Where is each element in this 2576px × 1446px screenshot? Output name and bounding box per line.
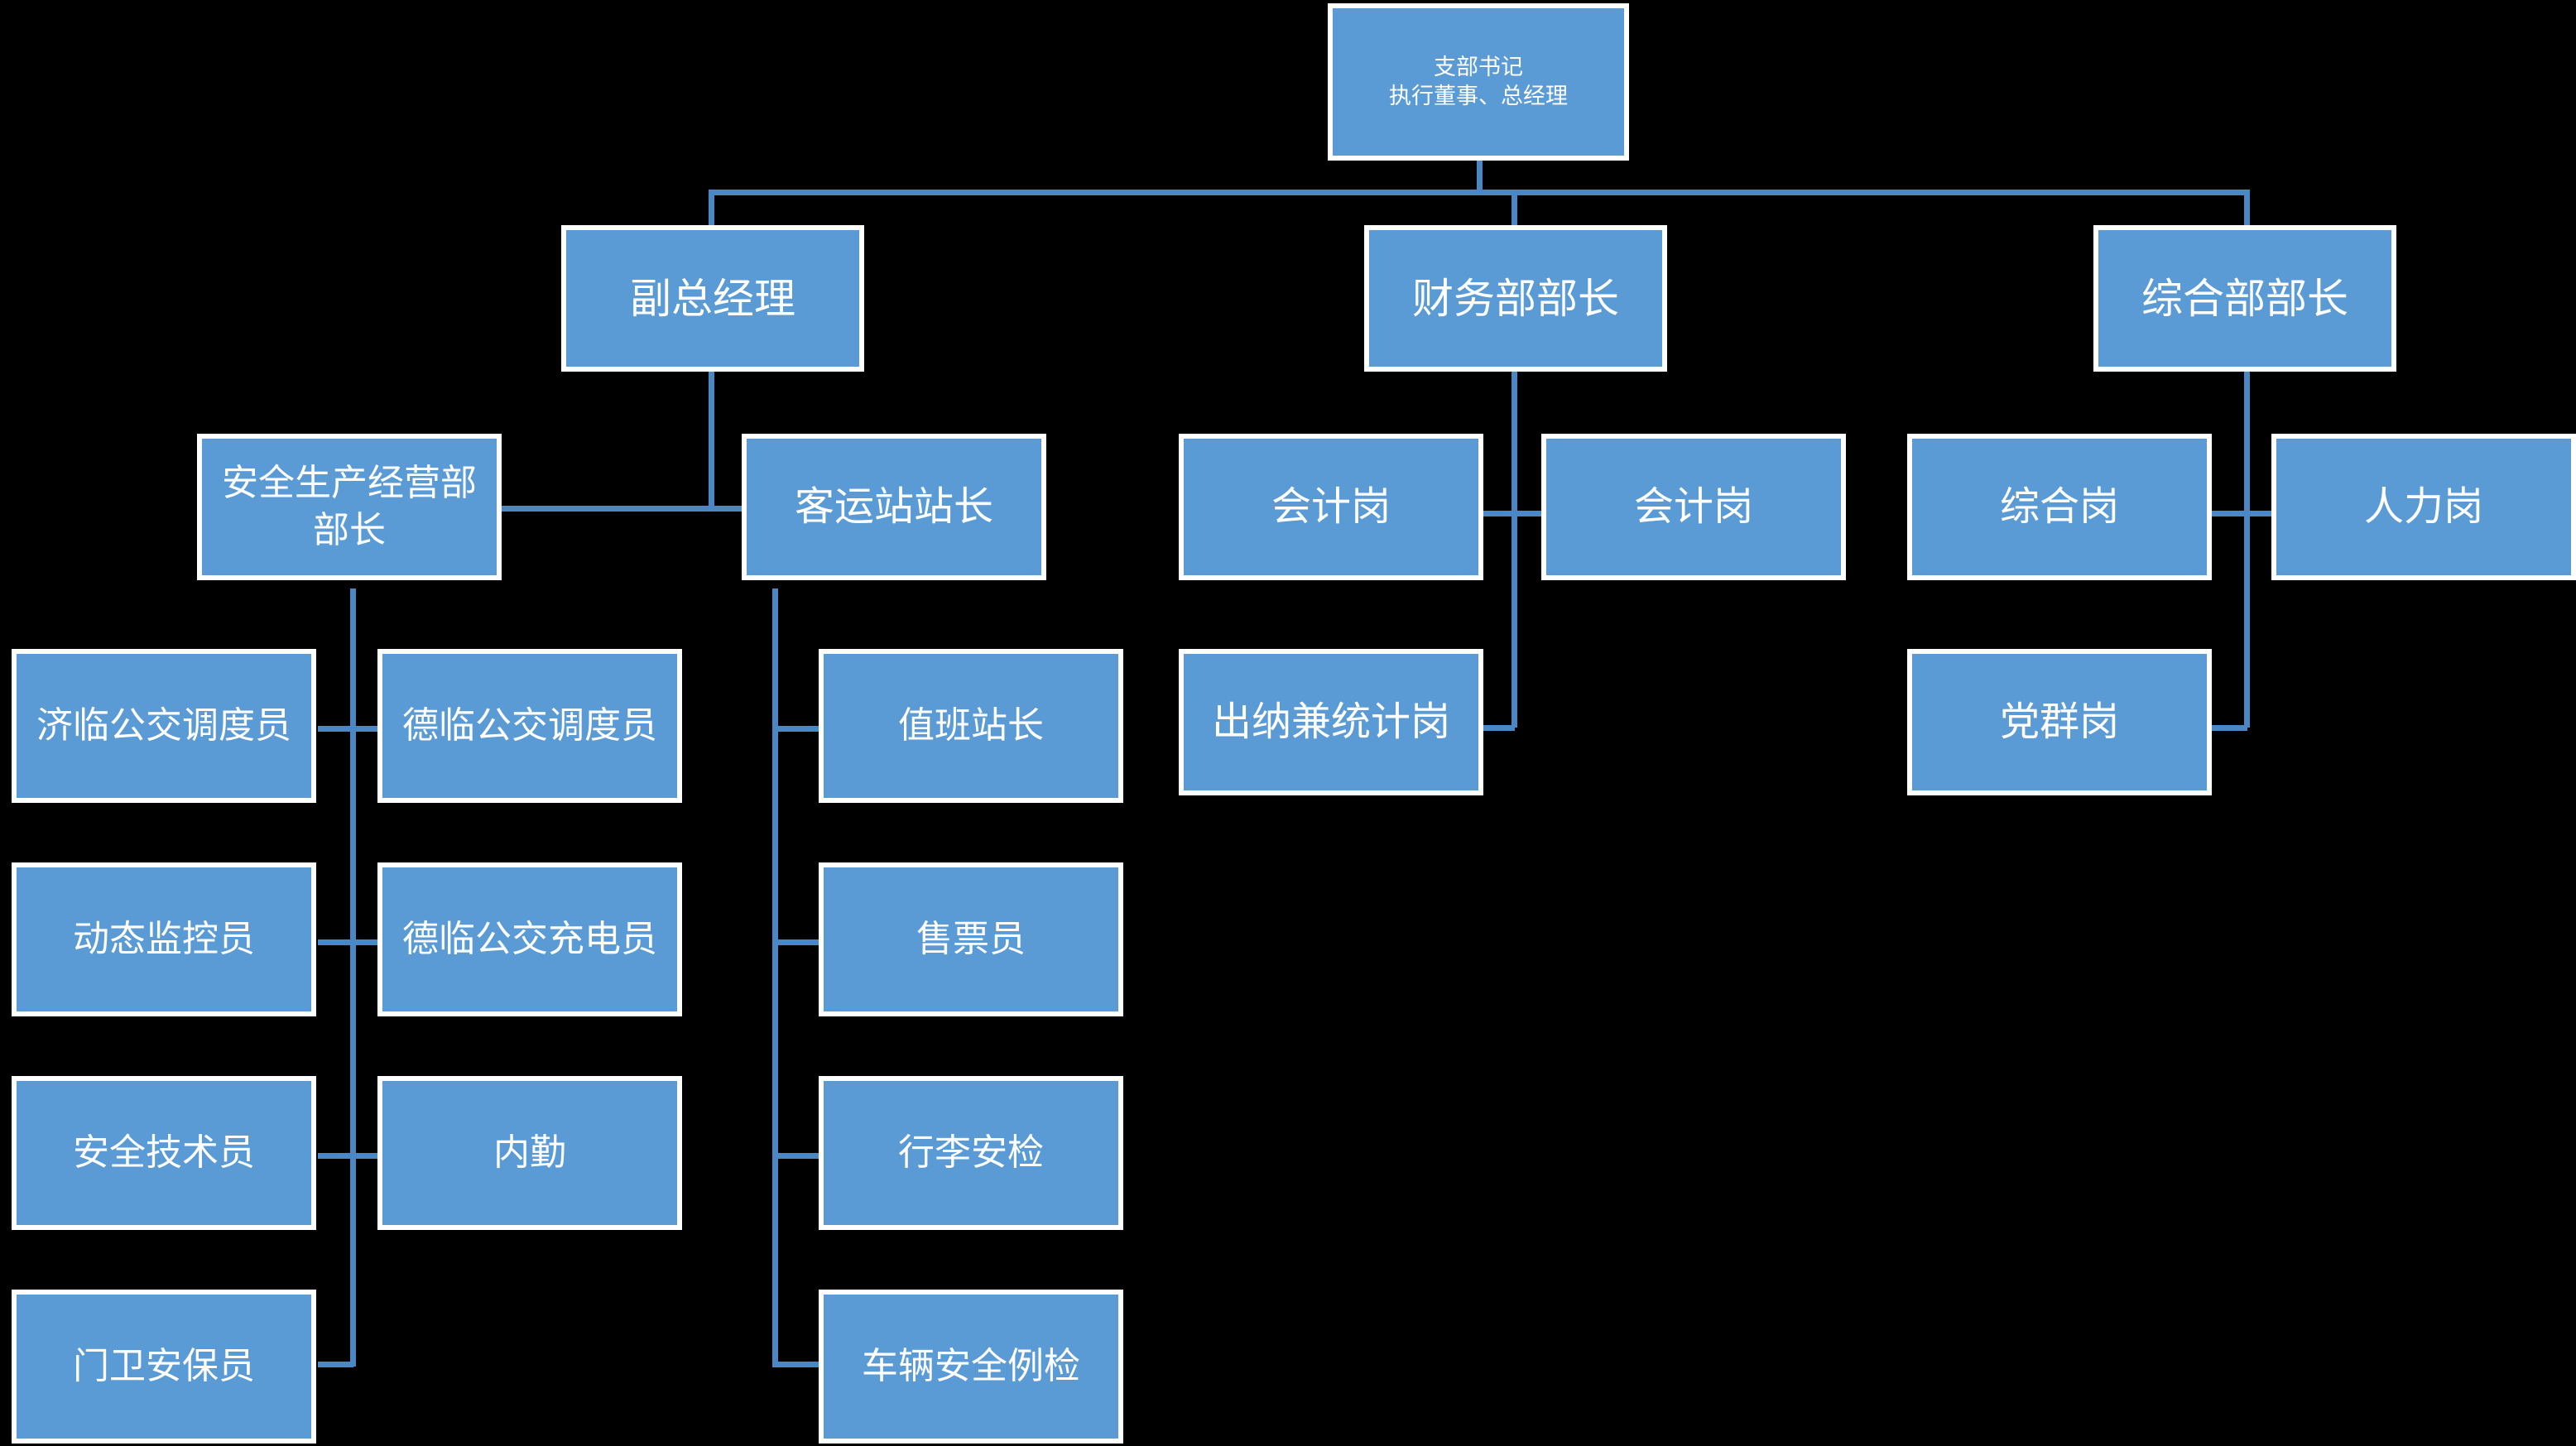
node-duty-station-master-label: 值班站长 xyxy=(898,704,1044,746)
node-office-clerk-label: 内勤 xyxy=(493,1131,566,1173)
node-baggage-security-check-label: 行李安检 xyxy=(898,1131,1044,1173)
connector-general-row1 xyxy=(2212,511,2303,516)
node-delin-bus-dispatcher[interactable]: 德临公交调度员 xyxy=(377,649,682,803)
node-party-post[interactable]: 党群岗 xyxy=(1907,649,2212,795)
connector-vice-gm-bus xyxy=(497,506,747,512)
node-hr-post[interactable]: 人力岗 xyxy=(2271,434,2576,580)
node-delin-bus-charger[interactable]: 德临公交充电员 xyxy=(377,862,682,1016)
node-office-clerk[interactable]: 内勤 xyxy=(377,1076,682,1230)
connector-station-row1 xyxy=(772,726,827,732)
node-general-post-label: 综合岗 xyxy=(1999,484,2119,529)
node-cashier-statistics[interactable]: 出纳兼统计岗 xyxy=(1179,649,1483,795)
node-party-post-label: 党群岗 xyxy=(1999,699,2119,744)
node-vehicle-safety-inspection[interactable]: 车辆安全例检 xyxy=(819,1290,1123,1444)
node-root[interactable]: 支部书记 执行董事、总经理 xyxy=(1328,3,1629,161)
node-accounting-2[interactable]: 会计岗 xyxy=(1541,434,1846,580)
connector-general-row2 xyxy=(2212,725,2247,731)
connector-vice-gm-stem xyxy=(709,370,714,512)
node-dynamic-monitor-label: 动态监控员 xyxy=(73,918,255,959)
node-finance-head-label: 财务部部长 xyxy=(1412,275,1619,322)
connector-general-spine xyxy=(2244,370,2250,728)
connector-level2-bus xyxy=(709,190,2250,195)
node-safety-dept-head[interactable]: 安全生产经营部部长 xyxy=(197,434,502,580)
node-dynamic-monitor[interactable]: 动态监控员 xyxy=(12,862,316,1016)
node-finance-head[interactable]: 财务部部长 xyxy=(1364,225,1667,372)
node-safety-technician-label: 安全技术员 xyxy=(73,1131,255,1173)
node-accounting-1[interactable]: 会计岗 xyxy=(1179,434,1483,580)
node-station-head[interactable]: 客运站站长 xyxy=(742,434,1046,580)
connector-drop-finance xyxy=(1511,190,1517,227)
connector-safety-row4 xyxy=(318,1362,353,1367)
node-jilin-bus-dispatcher[interactable]: 济临公交调度员 xyxy=(12,649,316,803)
connector-root-stem xyxy=(1477,158,1483,192)
node-vice-gm-label: 副总经理 xyxy=(630,275,795,322)
node-general-head-label: 综合部部长 xyxy=(2141,275,2348,322)
node-ticket-seller-label: 售票员 xyxy=(916,918,1026,959)
connector-station-spine xyxy=(772,588,778,1367)
node-delin-bus-dispatcher-label: 德临公交调度员 xyxy=(402,704,657,746)
node-vice-gm[interactable]: 副总经理 xyxy=(561,225,864,372)
connector-drop-vice-gm xyxy=(709,190,714,227)
node-station-head-label: 客运站站长 xyxy=(794,484,993,529)
connector-safety-row1 xyxy=(318,726,382,732)
connector-drop-general xyxy=(2244,190,2250,227)
connector-safety-row3 xyxy=(318,1153,382,1159)
node-cashier-statistics-label: 出纳兼统计岗 xyxy=(1211,699,1450,744)
node-delin-bus-charger-label: 德临公交充电员 xyxy=(402,918,657,959)
connector-safety-spine xyxy=(350,588,356,1367)
node-safety-dept-head-label: 安全生产经营部部长 xyxy=(222,463,477,550)
node-general-head[interactable]: 综合部部长 xyxy=(2093,225,2396,372)
connector-station-row2 xyxy=(772,939,827,945)
node-root-line2: 执行董事、总经理 xyxy=(1389,84,1568,108)
node-gate-security-guard[interactable]: 门卫安保员 xyxy=(12,1290,316,1444)
node-jilin-bus-dispatcher-label: 济临公交调度员 xyxy=(36,704,291,746)
connector-station-row4 xyxy=(772,1362,827,1367)
node-hr-post-label: 人力岗 xyxy=(2363,484,2483,529)
connector-finance-spine xyxy=(1511,370,1517,728)
connector-finance-row2 xyxy=(1482,725,1515,731)
node-safety-technician[interactable]: 安全技术员 xyxy=(12,1076,316,1230)
node-vehicle-safety-inspection-label: 车辆安全例检 xyxy=(862,1345,1080,1386)
node-accounting-1-label: 会计岗 xyxy=(1271,484,1391,529)
node-gate-security-guard-label: 门卫安保员 xyxy=(73,1345,255,1386)
connector-finance-row1 xyxy=(1482,511,1573,516)
connector-station-row3 xyxy=(772,1153,827,1159)
node-duty-station-master[interactable]: 值班站长 xyxy=(819,649,1123,803)
node-accounting-2-label: 会计岗 xyxy=(1633,484,1753,529)
node-ticket-seller[interactable]: 售票员 xyxy=(819,862,1123,1016)
node-root-line1: 支部书记 xyxy=(1434,55,1523,80)
node-baggage-security-check[interactable]: 行李安检 xyxy=(819,1076,1123,1230)
node-general-post[interactable]: 综合岗 xyxy=(1907,434,2212,580)
connector-safety-row2 xyxy=(318,939,382,945)
